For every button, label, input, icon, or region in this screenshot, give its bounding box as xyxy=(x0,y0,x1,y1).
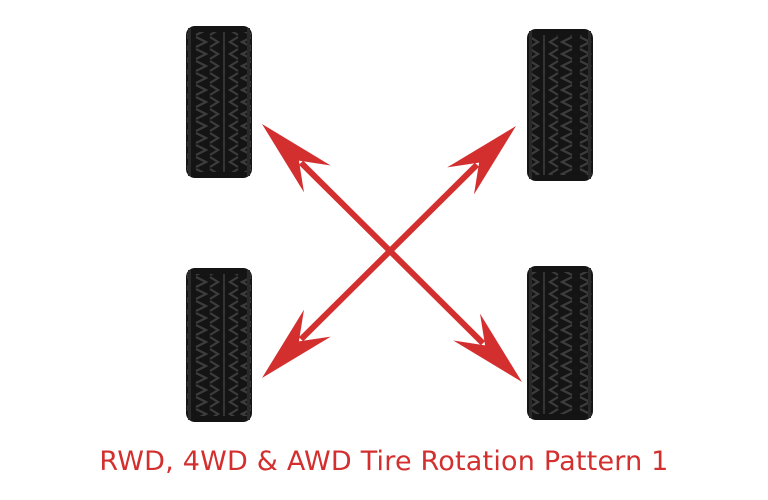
tire-rear-right xyxy=(527,266,593,420)
tire-front-right xyxy=(527,29,593,181)
arrow-front-right-to-rear-left xyxy=(262,126,516,378)
tire-rear-left xyxy=(186,268,252,422)
tire-rotation-diagram xyxy=(186,26,593,422)
diagram-caption: RWD, 4WD & AWD Tire Rotation Pattern 1 xyxy=(99,446,669,477)
tire-front-left xyxy=(186,26,252,178)
